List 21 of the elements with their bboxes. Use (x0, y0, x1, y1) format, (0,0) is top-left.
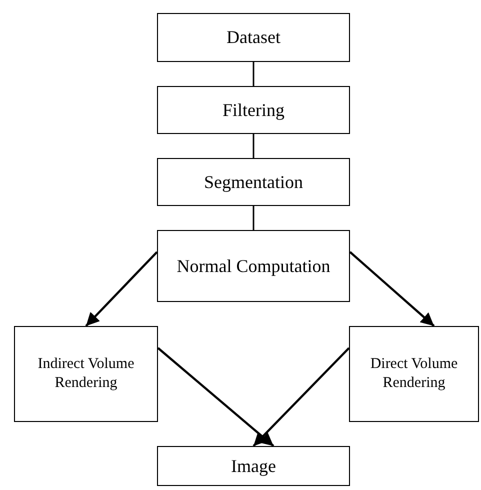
process-box (157, 13, 350, 62)
process-box (157, 230, 350, 302)
box-label: Filtering (222, 98, 284, 122)
process-box (14, 326, 158, 422)
arrow (157, 347, 274, 447)
box-label: Indirect Volume Rendering (36, 355, 136, 393)
connector-line (252, 62, 254, 86)
arrow (85, 251, 158, 327)
connector-line (252, 134, 254, 158)
box-label: Dataset (226, 26, 280, 49)
box-label: Direct Volume Rendering (369, 355, 459, 393)
process-box (157, 86, 350, 134)
box-label: Normal Computation (176, 254, 330, 278)
process-box (157, 446, 350, 486)
box-label: Segmentation (204, 170, 303, 194)
arrow (252, 347, 350, 447)
connector-line (252, 206, 254, 230)
process-box (349, 326, 479, 422)
arrow (349, 251, 435, 327)
process-box (157, 158, 350, 206)
box-label: Image (231, 454, 276, 478)
